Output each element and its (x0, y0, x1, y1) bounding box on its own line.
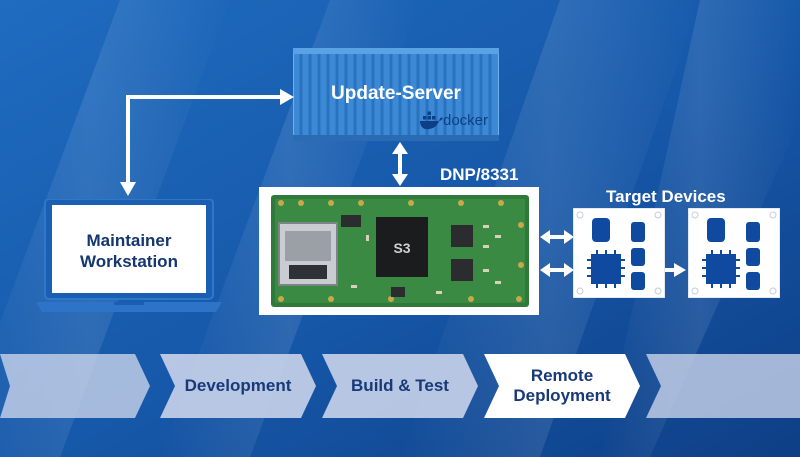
chevron-shape (484, 354, 640, 418)
chip-marking: S3 (393, 240, 410, 256)
target-device-1 (573, 208, 665, 298)
update-server-container: Update-Server docker (292, 47, 500, 142)
pipeline-step-remote-deployment: Remote Deployment (484, 354, 640, 418)
maintainer-workstation: Maintainer Workstation (36, 199, 222, 314)
pipeline-step-label: Development (184, 376, 292, 395)
workstation-server-arrow (120, 89, 294, 196)
update-server-title: Update-Server (331, 83, 461, 104)
pcb-image: S3 (271, 195, 529, 307)
dnp8331-board-panel: S3 (259, 187, 539, 315)
pipeline-step-build-test: Build & Test (322, 354, 478, 418)
board-target-arrow-upper (540, 230, 574, 244)
pipeline-step-start (0, 354, 150, 418)
pipeline-step-end (646, 354, 800, 418)
target-device-2 (688, 208, 780, 298)
chevron-shape (160, 354, 316, 418)
chevron-shape (322, 354, 478, 418)
docker-whale-icon (420, 111, 443, 130)
remote-deployment-line1: Remote (530, 366, 594, 385)
laptop-icon (36, 199, 222, 312)
remote-deployment-line2: Deployment (513, 386, 611, 405)
workstation-label-line1: Maintainer (86, 231, 172, 250)
board-target-arrow-lower (540, 263, 686, 277)
pipeline-step-label: Build & Test (351, 376, 449, 395)
pipeline-step-label: Remote Deployment (499, 366, 625, 406)
docker-label: docker (443, 112, 489, 129)
board-title: DNP/8331 (440, 165, 519, 184)
server-board-arrow (392, 142, 408, 186)
target-devices-title: Target Devices (606, 187, 726, 206)
workstation-label-line2: Workstation (80, 252, 178, 271)
pipeline-step-development: Development (160, 354, 316, 418)
